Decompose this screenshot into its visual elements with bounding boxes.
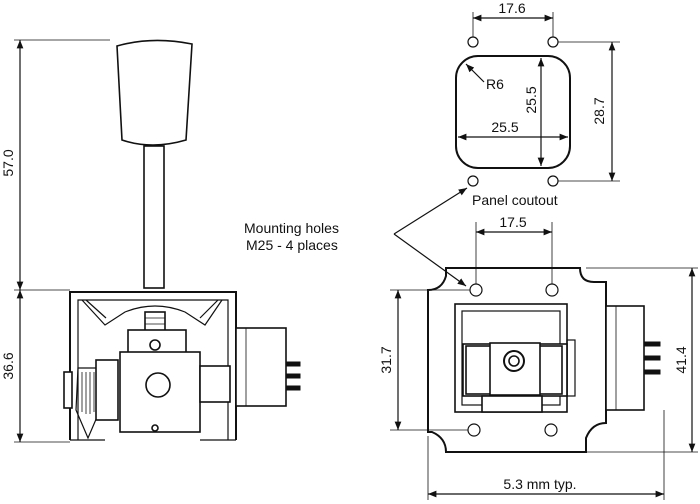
spring-contact (75, 367, 101, 440)
dim-height-lower: 36.6 (0, 352, 16, 379)
front-view (427, 267, 661, 453)
dim-depth: 5.3 mm typ. (503, 476, 576, 492)
side-view (63, 39, 301, 441)
mounting-hole (547, 175, 559, 187)
mounting-holes-leaders (393, 187, 468, 287)
dim-hole-spacing-vertical: 28.7 (591, 97, 607, 124)
dim-radius: R6 (486, 76, 504, 92)
dim-cutout-width: 25.5 (491, 119, 518, 135)
joystick-shaft (143, 145, 165, 289)
side-dimensions (14, 39, 110, 443)
dim-hole-spacing-front: 17.5 (499, 214, 526, 230)
mounting-holes-label-line1: Mounting holes (244, 220, 339, 236)
mounting-hole (469, 283, 483, 297)
dim-overall-height: 41.4 (673, 346, 689, 373)
mounting-holes-label-line2: M25 - 4 places (246, 237, 338, 253)
panel-cutout-label: Panel coutout (472, 192, 558, 208)
center-pivot (503, 350, 525, 372)
panel-cutout-view (455, 12, 620, 187)
joystick-knob (116, 39, 193, 146)
side-connector (199, 365, 231, 403)
pivot-bearing (145, 372, 171, 398)
dim-hole-spacing-top: 17.6 (498, 0, 525, 16)
front-dimensions (390, 222, 698, 500)
mounting-hole (467, 423, 481, 437)
mounting-hole (467, 36, 479, 48)
dim-cutout-height: 25.5 (523, 86, 539, 113)
front-connector (605, 305, 645, 411)
panel-cutout-outline (455, 55, 571, 169)
mounting-hole (545, 283, 559, 297)
dim-height-upper: 57.0 (0, 149, 16, 176)
mounting-hole (547, 36, 559, 48)
mounting-hole (467, 175, 479, 187)
dim-body-height: 31.7 (378, 346, 394, 373)
mounting-hole (544, 423, 558, 437)
